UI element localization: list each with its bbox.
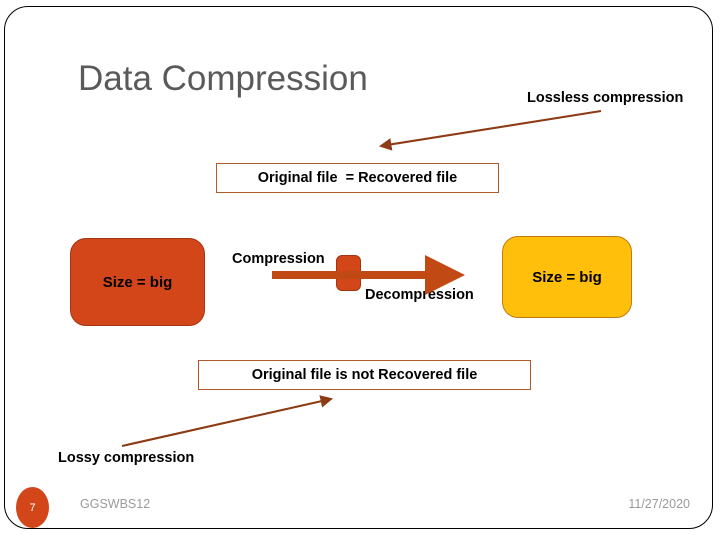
compressed-file-block	[336, 255, 361, 291]
lossless-arrow	[378, 109, 602, 151]
source-file-size-box: Size = big	[70, 238, 205, 326]
lossless-compression-label: Lossless compression	[527, 90, 684, 106]
compression-label: Compression	[232, 251, 325, 267]
original-equals-recovered-box: Original file = Recovered file	[216, 163, 499, 193]
original-not-recovered-box: Original file is not Recovered file	[198, 360, 531, 390]
page-title: Data Compression	[78, 59, 368, 98]
recovered-file-size-box: Size = big	[502, 236, 632, 318]
lossy-compression-label: Lossy compression	[58, 450, 195, 466]
slide-number-badge: 7	[16, 487, 49, 528]
decompression-label: Decompression	[365, 287, 474, 303]
footer-author: GGSWBS12	[80, 497, 151, 511]
footer-date: 11/27/2020	[628, 497, 690, 511]
lossy-arrow	[121, 395, 334, 448]
